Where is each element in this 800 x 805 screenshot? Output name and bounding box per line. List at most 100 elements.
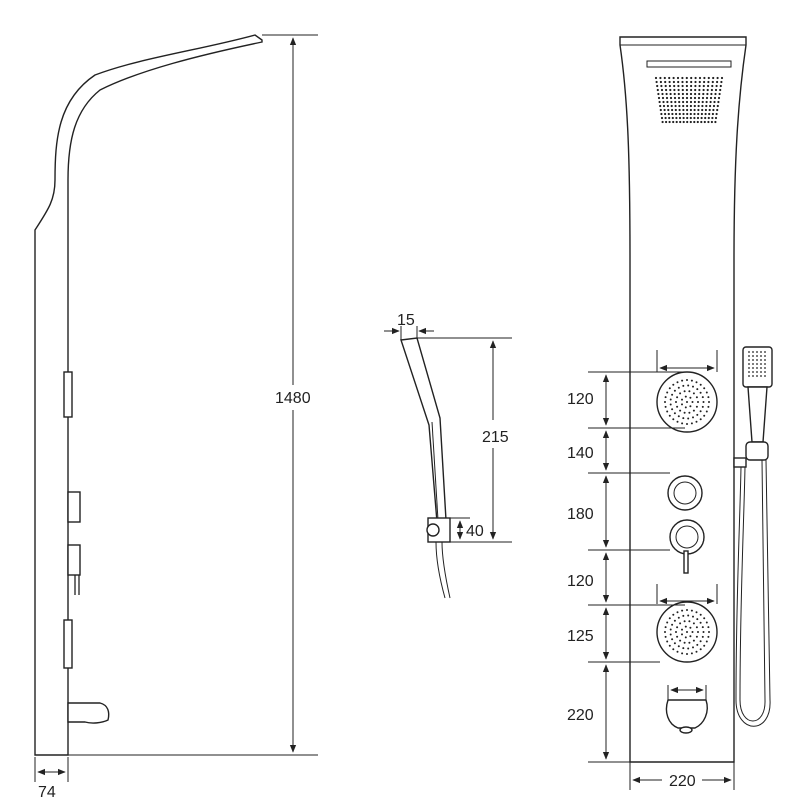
nozzle-dot: [707, 626, 710, 629]
side-panel-outline: [34, 34, 263, 756]
nozzle-dot: [668, 116, 671, 120]
nozzle-dot: [664, 116, 667, 120]
nozzle-dot: [705, 621, 708, 624]
nozzle-dot: [706, 92, 709, 96]
nozzle-dot: [756, 351, 758, 353]
nozzle-dot: [682, 120, 685, 124]
nozzle-dot: [690, 609, 693, 612]
nozzle-dot: [669, 633, 672, 636]
front-spout: [665, 699, 708, 729]
nozzle-dot: [666, 100, 669, 104]
nozzle-dot: [685, 92, 689, 96]
nozzle-dot: [664, 80, 667, 84]
nozzle-dot: [705, 640, 708, 643]
nozzle-dot: [708, 401, 710, 403]
nozzle-dot: [710, 88, 714, 92]
nozzle-dot: [699, 621, 702, 624]
nozzle-dot: [694, 76, 697, 80]
nozzle-dot: [707, 76, 710, 80]
nozzle-dot: [688, 620, 691, 623]
nozzle-dot: [677, 88, 680, 92]
nozzle-dot: [686, 423, 688, 425]
nozzle-dot: [659, 108, 662, 112]
nozzle-dot: [701, 396, 704, 399]
nozzle-dot: [684, 406, 687, 409]
nozzle-dot: [716, 108, 719, 112]
side-diverter-knob: [67, 491, 81, 523]
nozzle-dot: [679, 639, 682, 642]
nozzle-dot: [675, 401, 677, 403]
rain-shower-nozzles: [654, 76, 724, 124]
nozzle-dot: [660, 88, 664, 92]
nozzle-dot: [707, 635, 710, 638]
mixer-knob: [669, 519, 705, 555]
nozzle-dot: [703, 80, 706, 84]
hose-inner: [739, 459, 766, 722]
nozzle-dot: [677, 616, 680, 619]
nozzle-dot: [668, 80, 671, 84]
nozzle-dot: [686, 108, 689, 112]
nozzle-dot: [687, 417, 690, 420]
nozzle-dot: [698, 84, 701, 88]
nozzle-dot: [689, 96, 693, 100]
nozzle-dot: [685, 80, 688, 84]
nozzle-dot: [698, 88, 701, 92]
nozzle-dot: [701, 635, 704, 638]
nozzle-dot: [663, 108, 666, 112]
nozzle-dot: [709, 96, 713, 100]
nozzle-dot: [692, 385, 694, 388]
nozzle-dot: [713, 100, 716, 104]
nozzle-dot: [692, 639, 695, 642]
nozzle-dot: [701, 108, 704, 112]
hand-shower-head: [742, 346, 773, 388]
nozzle-dot: [678, 116, 682, 120]
nozzle-dot: [693, 112, 696, 116]
nozzle-dot: [669, 92, 672, 96]
nozzle-dot: [687, 647, 690, 650]
nozzle-dot: [714, 92, 717, 96]
nozzle-dot: [690, 422, 693, 425]
lower-jet-nozzles: [664, 609, 710, 655]
nozzle-dot: [708, 108, 711, 112]
nozzle-dot: [690, 80, 693, 84]
nozzle-dot: [672, 613, 675, 616]
nozzle-dot: [685, 96, 689, 100]
nozzle-dot: [752, 367, 754, 369]
nozzle-dot: [671, 393, 674, 396]
hand-shower-bracket: [745, 441, 769, 461]
nozzle-dot: [666, 104, 670, 108]
side-view: 1480 74: [34, 34, 318, 801]
nozzle-dot: [681, 80, 684, 84]
nozzle-dot: [692, 409, 695, 412]
nozzle-dot: [703, 414, 706, 417]
nozzle-dot: [692, 622, 695, 625]
nozzle-dot: [693, 96, 697, 100]
nozzle-dot: [717, 96, 721, 100]
nozzle-dot: [688, 411, 691, 414]
nozzle-dot: [674, 108, 677, 112]
dim-handle-thickness: 15: [397, 312, 415, 329]
nozzle-dot: [683, 390, 686, 393]
nozzle-dot: [760, 359, 762, 361]
nozzle-dot: [673, 88, 676, 92]
nozzle-dot: [682, 116, 685, 120]
nozzle-dot: [681, 652, 684, 655]
nozzle-dot: [711, 112, 715, 116]
nozzle-dot: [703, 120, 706, 124]
nozzle-dot: [668, 644, 671, 647]
nozzle-dot: [673, 96, 677, 100]
nozzle-dot: [719, 84, 722, 88]
nozzle-dot: [667, 108, 670, 112]
nozzle-dot: [756, 367, 758, 369]
nozzle-dot: [697, 100, 700, 104]
nozzle-dot: [678, 104, 681, 108]
nozzle-dot: [709, 104, 712, 108]
nozzle-dot: [681, 84, 684, 88]
nozzle-dot: [764, 367, 766, 369]
nozzle-dot: [760, 367, 762, 369]
nozzle-dot: [686, 401, 688, 403]
nozzle-dot: [655, 80, 658, 84]
nozzle-dot: [704, 112, 707, 116]
hand-shower-nozzles: [748, 351, 766, 377]
nozzle-dot: [676, 405, 679, 408]
